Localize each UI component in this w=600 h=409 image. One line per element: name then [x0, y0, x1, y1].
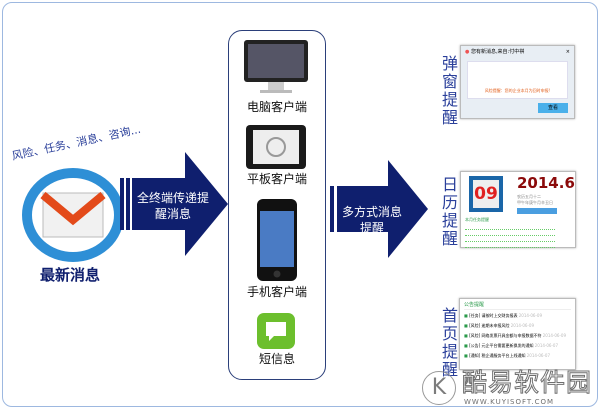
notice-item[interactable]: ■ [任务] 请按时上交财务报表 2014-06-09 — [464, 313, 542, 318]
notice-date: 2014-06-09 — [542, 333, 566, 338]
tablet-icon — [246, 125, 306, 169]
calendar-section: 本月任务提醒 — [465, 217, 489, 222]
notice-text: [公告] 元企平台需要更新换发的通知 — [469, 343, 534, 348]
home-reminder-label: 首页提醒 — [441, 306, 458, 379]
device-label: 短信息 — [258, 352, 295, 366]
calendar-widget: 09 2014.6 农历五月十二甲午年庚午月辛丑日 本月任务提醒 — [460, 171, 576, 248]
calendar-month: 2014.6 — [517, 174, 575, 192]
calendar-reminder-label: 日历提醒 — [441, 175, 458, 248]
notice-text: [风险] 逾期未申报风险 — [469, 323, 510, 328]
watermark-logo: K 酷易软件园 WWW.KUYISOFT.COM — [420, 369, 598, 408]
notice-date: 2014-06-09 — [518, 313, 542, 318]
notice-board: 公告提醒 ■ [任务] 请按时上交财务报表 2014-06-09 ■ [风险] 逾… — [459, 298, 576, 370]
calendar-day: 09 — [473, 180, 499, 208]
latest-message-title: 最新消息 — [40, 266, 101, 284]
notice-date: 2014-06-09 — [510, 323, 534, 328]
lunar-date: 农历五月十二 — [517, 194, 541, 199]
notice-text: [任务] 请按时上交财务报表 — [469, 313, 518, 318]
notice-date: 2014-06-07 — [526, 353, 550, 358]
notice-text: [风险] 网络发票开具金额与申报数据不符 — [469, 333, 542, 338]
monitor-icon — [244, 40, 308, 93]
popup-reminder-label: 弹窗提醒 — [441, 54, 458, 127]
device-panel — [228, 30, 326, 380]
close-icon[interactable]: × — [565, 49, 570, 55]
arrow-all-terminals — [120, 152, 228, 256]
popup-window: ● 您有新消息,来自:付中祺× 风险提醒：您的企业本月为回时申报! 查看 — [460, 45, 575, 119]
device-label: 平板客户端 — [246, 172, 307, 186]
sms-icon — [257, 313, 295, 349]
notice-date: 2014-06-07 — [534, 343, 558, 348]
notice-text: [通知] 税企通服务平台上线通知 — [469, 353, 526, 358]
mail-icon — [22, 168, 124, 262]
arrow-all-terminals-text: 全终端传递提醒消息 — [136, 191, 209, 221]
notice-item[interactable]: ■ [公告] 元企平台需要更新换发的通知 2014-06-07 — [464, 343, 558, 348]
device-label: 电脑客户端 — [246, 100, 307, 114]
notice-item[interactable]: ■ [通知] 税企通服务平台上线通知 2014-06-07 — [464, 353, 550, 358]
lunar-year: 甲午年庚午月辛丑日 — [517, 200, 553, 205]
notice-item[interactable]: ■ [风险] 网络发票开具金额与申报数据不符 2014-06-09 — [464, 333, 566, 338]
notice-heading: 公告提醒 — [464, 302, 571, 310]
notice-item[interactable]: ■ [风险] 逾期未申报风险 2014-06-09 — [464, 323, 534, 328]
device-label: 手机客户端 — [246, 285, 307, 299]
phone-icon — [257, 199, 297, 281]
arrow-multi-reminder — [330, 160, 428, 258]
popup-title: 您有新消息,来自:付中祺 — [470, 49, 525, 55]
arrow-multi-reminder-text: 多方式消息提醒 — [342, 205, 403, 235]
view-button[interactable]: 查看 — [538, 103, 568, 113]
popup-message: 风险提醒：您的企业本月为回时申报! — [484, 88, 551, 93]
